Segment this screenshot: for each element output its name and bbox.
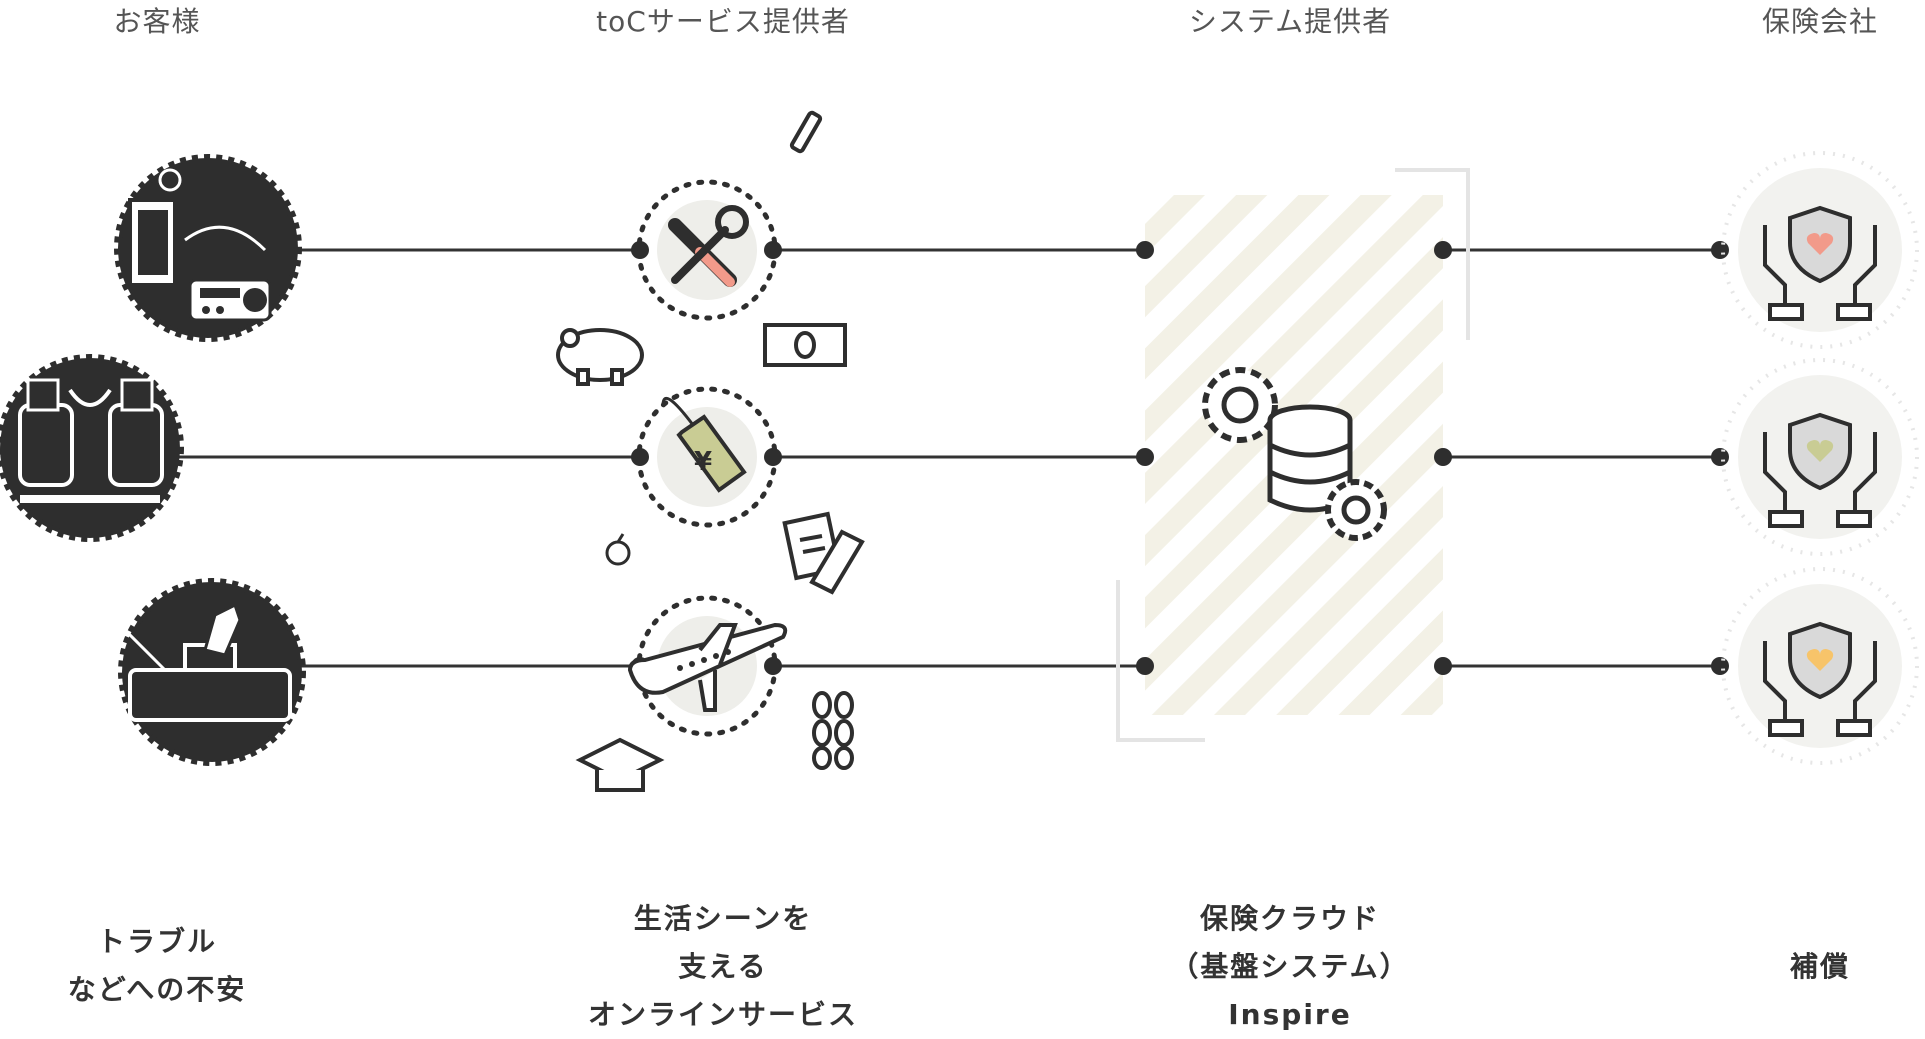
piggy-bank-icon [556,328,644,386]
column-heading-system: システム提供者 [1188,5,1392,38]
column-heading-service: toCサービス提供者 [596,5,850,38]
screwdriver-icon [789,110,823,154]
luggage-trouble-icon [118,578,306,766]
hands-shield-heart-icon-row-2 [1721,358,1919,556]
graduation-cap-icon [575,737,665,792]
caption-insurer: 補償 [1610,943,1925,991]
caption-system-line-3: Inspire [1228,998,1352,1031]
home-appliance-trouble-icon [114,154,302,342]
svg-text:¥: ¥ [694,447,712,477]
caption-insurer-line-1: 補償 [1789,950,1850,983]
caption-service-line-1: 生活シーンを [633,902,813,935]
caption-system-line-2: （基盤システム） [1170,950,1410,983]
caption-customer-line-1: トラブル [96,925,217,958]
repair-tools-icon [636,179,778,321]
airplane-icon [627,595,788,737]
caption-service: 生活シーンを 支える オンラインサービス [513,895,933,1039]
caption-system: 保険クラウド （基盤システム） Inspire [1080,895,1500,1039]
column-heading-insurer: 保険会社 [1761,5,1878,38]
caption-service-line-3: オンラインサービス [587,998,858,1031]
caption-customer-line-2: などへの不安 [67,973,247,1006]
caption-system-line-1: 保険クラウド [1199,902,1380,935]
caption-customer: トラブル などへの不安 [0,918,367,1014]
price-tag-yen-icon: ¥ [636,386,778,528]
connection-dots [631,241,1729,675]
database-gears-icon [1202,367,1387,541]
column-heading-customer: お客様 [113,5,201,38]
medical-record-syringe-icon [782,511,865,595]
apple-icon [605,533,631,566]
hands-shield-heart-icon-row-3 [1721,567,1919,765]
caption-service-line-2: 支える [678,950,768,983]
banknote-icon [763,323,847,367]
hands-shield-heart-icon-row-1 [1721,151,1919,349]
wheat-icon [812,691,854,770]
connection-lines [175,248,1720,668]
delivery-worker-icon [0,354,184,542]
